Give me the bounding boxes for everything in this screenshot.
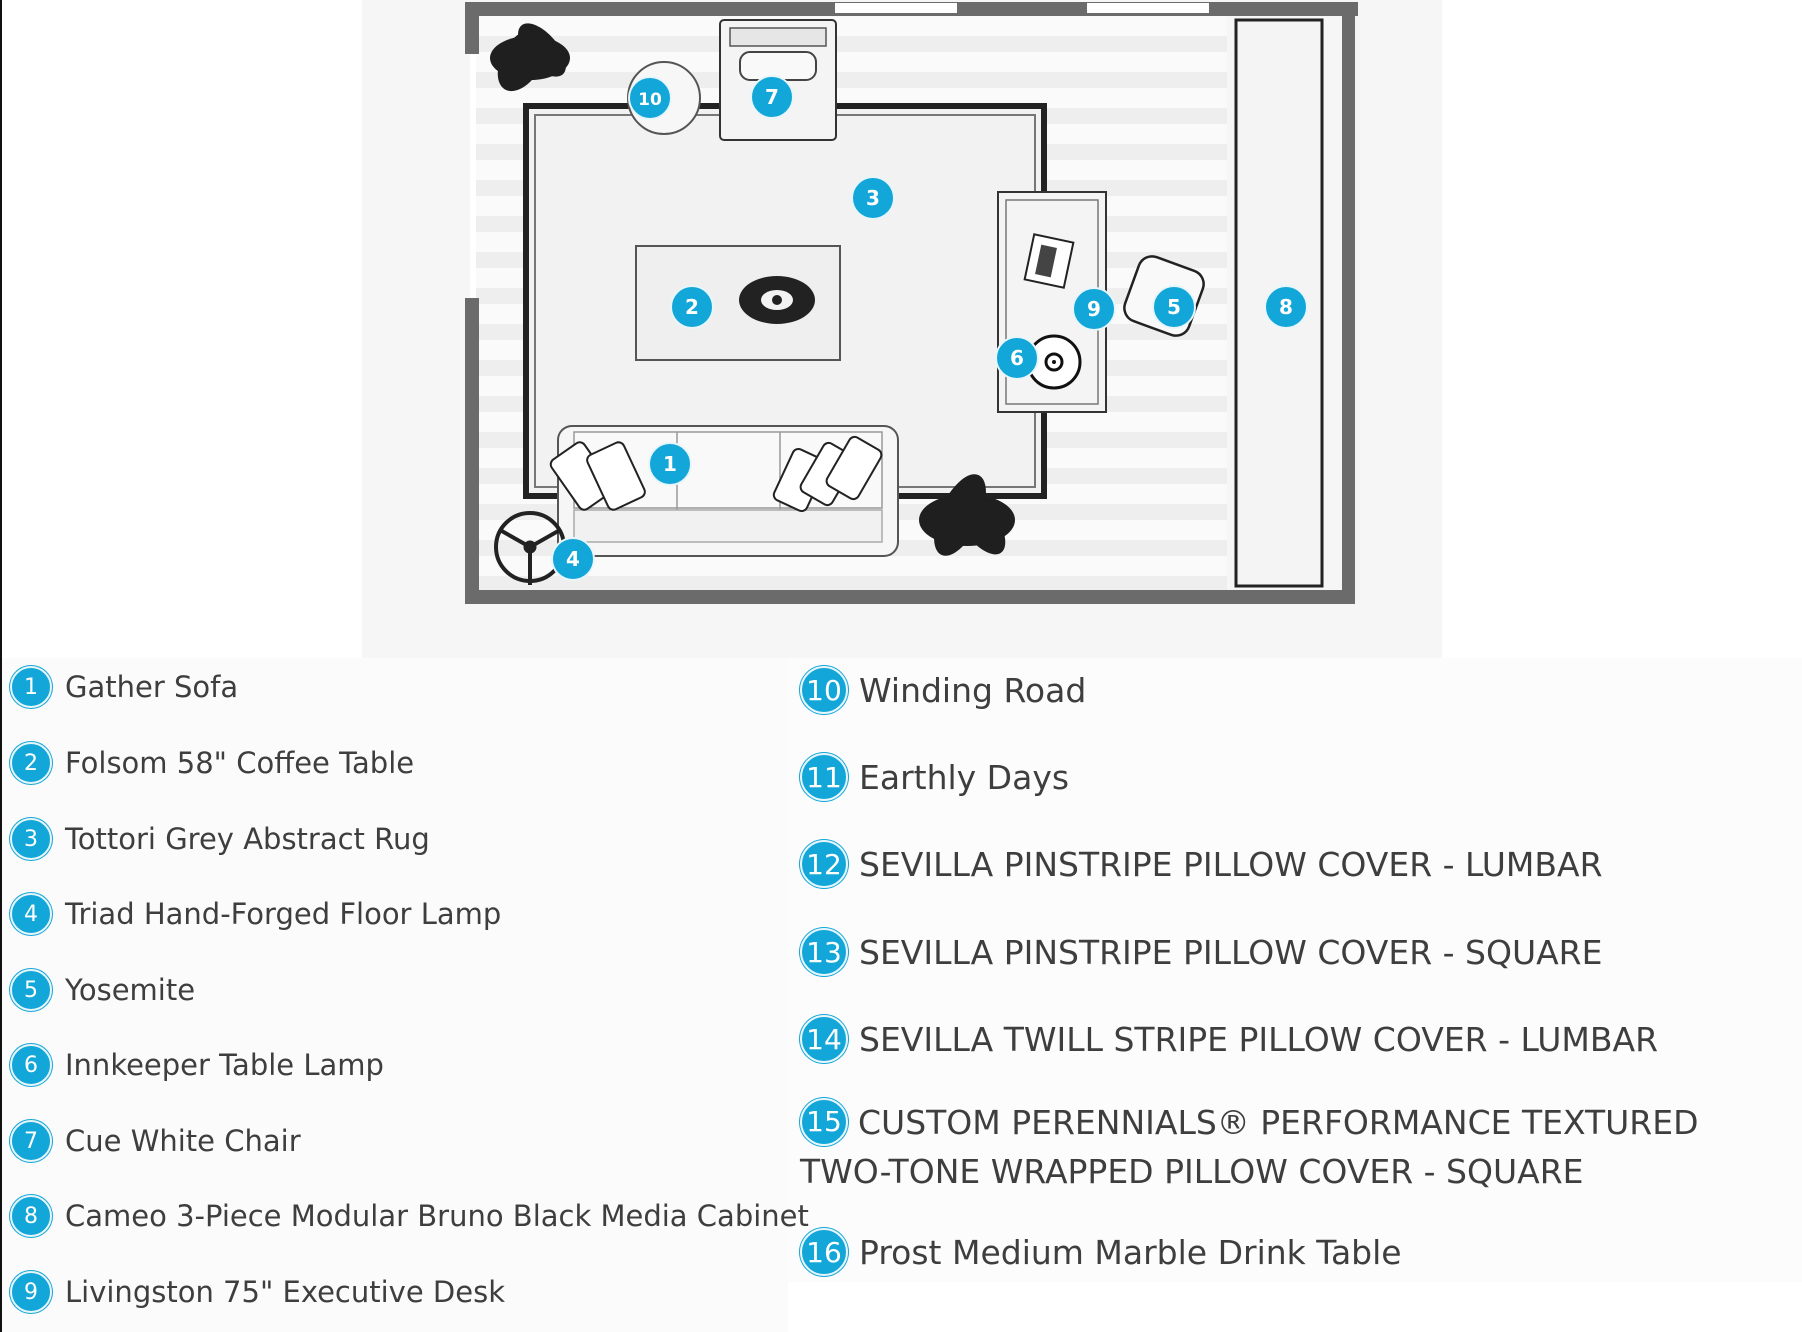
legend-label: SEVILLA TWILL STRIPE PILLOW COVER - LUMB… xyxy=(859,1019,1658,1059)
plan-marker-8: 8 xyxy=(1264,285,1308,329)
legend-item-4: 4 Triad Hand-Forged Floor Lamp xyxy=(10,893,501,935)
left-edge-border xyxy=(0,0,2,1332)
number-badge: 8 xyxy=(10,1195,52,1237)
plant-bottom-right xyxy=(919,474,1015,556)
plan-marker-5: 5 xyxy=(1152,285,1196,329)
sofa xyxy=(549,425,899,557)
coffee-table xyxy=(635,245,841,361)
legend-item-8: 8 Cameo 3-Piece Modular Bruno Black Media… xyxy=(10,1195,809,1237)
legend-label: Earthly Days xyxy=(859,757,1070,797)
legend-item-2: 2 Folsom 58" Coffee Table xyxy=(10,742,414,784)
plan-marker-6: 6 xyxy=(995,336,1039,380)
room-walls xyxy=(465,2,1358,604)
legend-item-13: 13 SEVILLA PINSTRIPE PILLOW COVER - SQUAR… xyxy=(800,928,1602,976)
legend-label: Innkeeper Table Lamp xyxy=(65,1048,384,1082)
plan-marker-2: 2 xyxy=(670,285,714,329)
number-badge: 2 xyxy=(10,742,52,784)
number-badge: 4 xyxy=(10,893,52,935)
plan-marker-1: 1 xyxy=(648,442,692,486)
number-badge: 10 xyxy=(800,666,848,714)
plan-marker-7: 7 xyxy=(750,75,794,119)
number-badge: 7 xyxy=(10,1120,52,1162)
legend-label: SEVILLA PINSTRIPE PILLOW COVER - LUMBAR xyxy=(859,844,1603,884)
legend-label: Livingston 75" Executive Desk xyxy=(65,1275,505,1309)
plan-marker-label: 2 xyxy=(685,295,699,319)
legend-label: Prost Medium Marble Drink Table xyxy=(859,1232,1402,1272)
plan-marker-label: 9 xyxy=(1087,297,1101,321)
legend-label: Cue White Chair xyxy=(65,1124,301,1158)
plan-marker-label: 4 xyxy=(566,547,580,571)
legend-item-6: 6 Innkeeper Table Lamp xyxy=(10,1044,384,1086)
plan-marker-label: 5 xyxy=(1167,295,1181,319)
legend-label: CUSTOM PERENNIALS® PERFORMANCE TEXTURED … xyxy=(800,1103,1699,1191)
plan-marker-label: 3 xyxy=(866,186,880,210)
number-badge: 9 xyxy=(10,1271,52,1313)
plan-marker-3: 3 xyxy=(851,176,895,220)
legend-label: Gather Sofa xyxy=(65,670,239,704)
plan-marker-10: 10 xyxy=(628,76,672,120)
legend-right-panel xyxy=(788,658,1802,1282)
legend-item-14: 14 SEVILLA TWILL STRIPE PILLOW COVER - LU… xyxy=(800,1015,1658,1063)
plan-marker-label: 8 xyxy=(1279,295,1293,319)
plan-marker-9: 9 xyxy=(1072,287,1116,331)
legend-label: Cameo 3-Piece Modular Bruno Black Media … xyxy=(65,1199,809,1233)
number-badge: 16 xyxy=(800,1228,848,1276)
legend-label: Winding Road xyxy=(859,670,1087,710)
legend-label: Yosemite xyxy=(65,973,196,1007)
number-badge: 11 xyxy=(800,753,848,801)
window-openings xyxy=(835,3,1209,13)
plan-marker-label: 6 xyxy=(1010,346,1024,370)
legend-label: Folsom 58" Coffee Table xyxy=(65,746,415,780)
legend-item-10: 10 Winding Road xyxy=(800,666,1086,714)
number-badge: 1 xyxy=(10,666,52,708)
floor-plan: 1 2 3 4 5 6 7 8 9 10 xyxy=(465,2,1358,604)
legend-item-11: 11 Earthly Days xyxy=(800,753,1069,801)
legend-left-panel xyxy=(2,658,788,1332)
legend-label: SEVILLA PINSTRIPE PILLOW COVER - SQUARE xyxy=(859,932,1603,972)
number-badge: 6 xyxy=(10,1044,52,1086)
legend-item-5: 5 Yosemite xyxy=(10,969,195,1011)
plan-marker-4: 4 xyxy=(551,537,595,581)
number-badge: 3 xyxy=(10,818,52,860)
plan-marker-label: 7 xyxy=(765,85,779,109)
number-badge: 14 xyxy=(800,1015,848,1063)
number-badge: 5 xyxy=(10,969,52,1011)
number-badge: 13 xyxy=(800,928,848,976)
legend-item-7: 7 Cue White Chair xyxy=(10,1120,301,1162)
doorway xyxy=(470,54,476,298)
number-badge: 12 xyxy=(800,840,848,888)
legend-item-12: 12 SEVILLA PINSTRIPE PILLOW COVER - LUMBA… xyxy=(800,840,1603,888)
plan-marker-label: 10 xyxy=(638,90,662,110)
legend-item-16: 16 Prost Medium Marble Drink Table xyxy=(800,1228,1402,1276)
legend-label: Triad Hand-Forged Floor Lamp xyxy=(65,897,502,931)
legend-item-9: 9 Livingston 75" Executive Desk xyxy=(10,1271,505,1313)
floor-lamp xyxy=(494,511,566,585)
plan-marker-label: 1 xyxy=(663,452,677,476)
legend-item-3: 3 Tottori Grey Abstract Rug xyxy=(10,818,430,860)
legend-item-1: 1 Gather Sofa xyxy=(10,666,238,708)
legend-label: Tottori Grey Abstract Rug xyxy=(65,822,430,856)
number-badge: 15 xyxy=(800,1097,848,1146)
plant-top-left xyxy=(490,23,570,92)
